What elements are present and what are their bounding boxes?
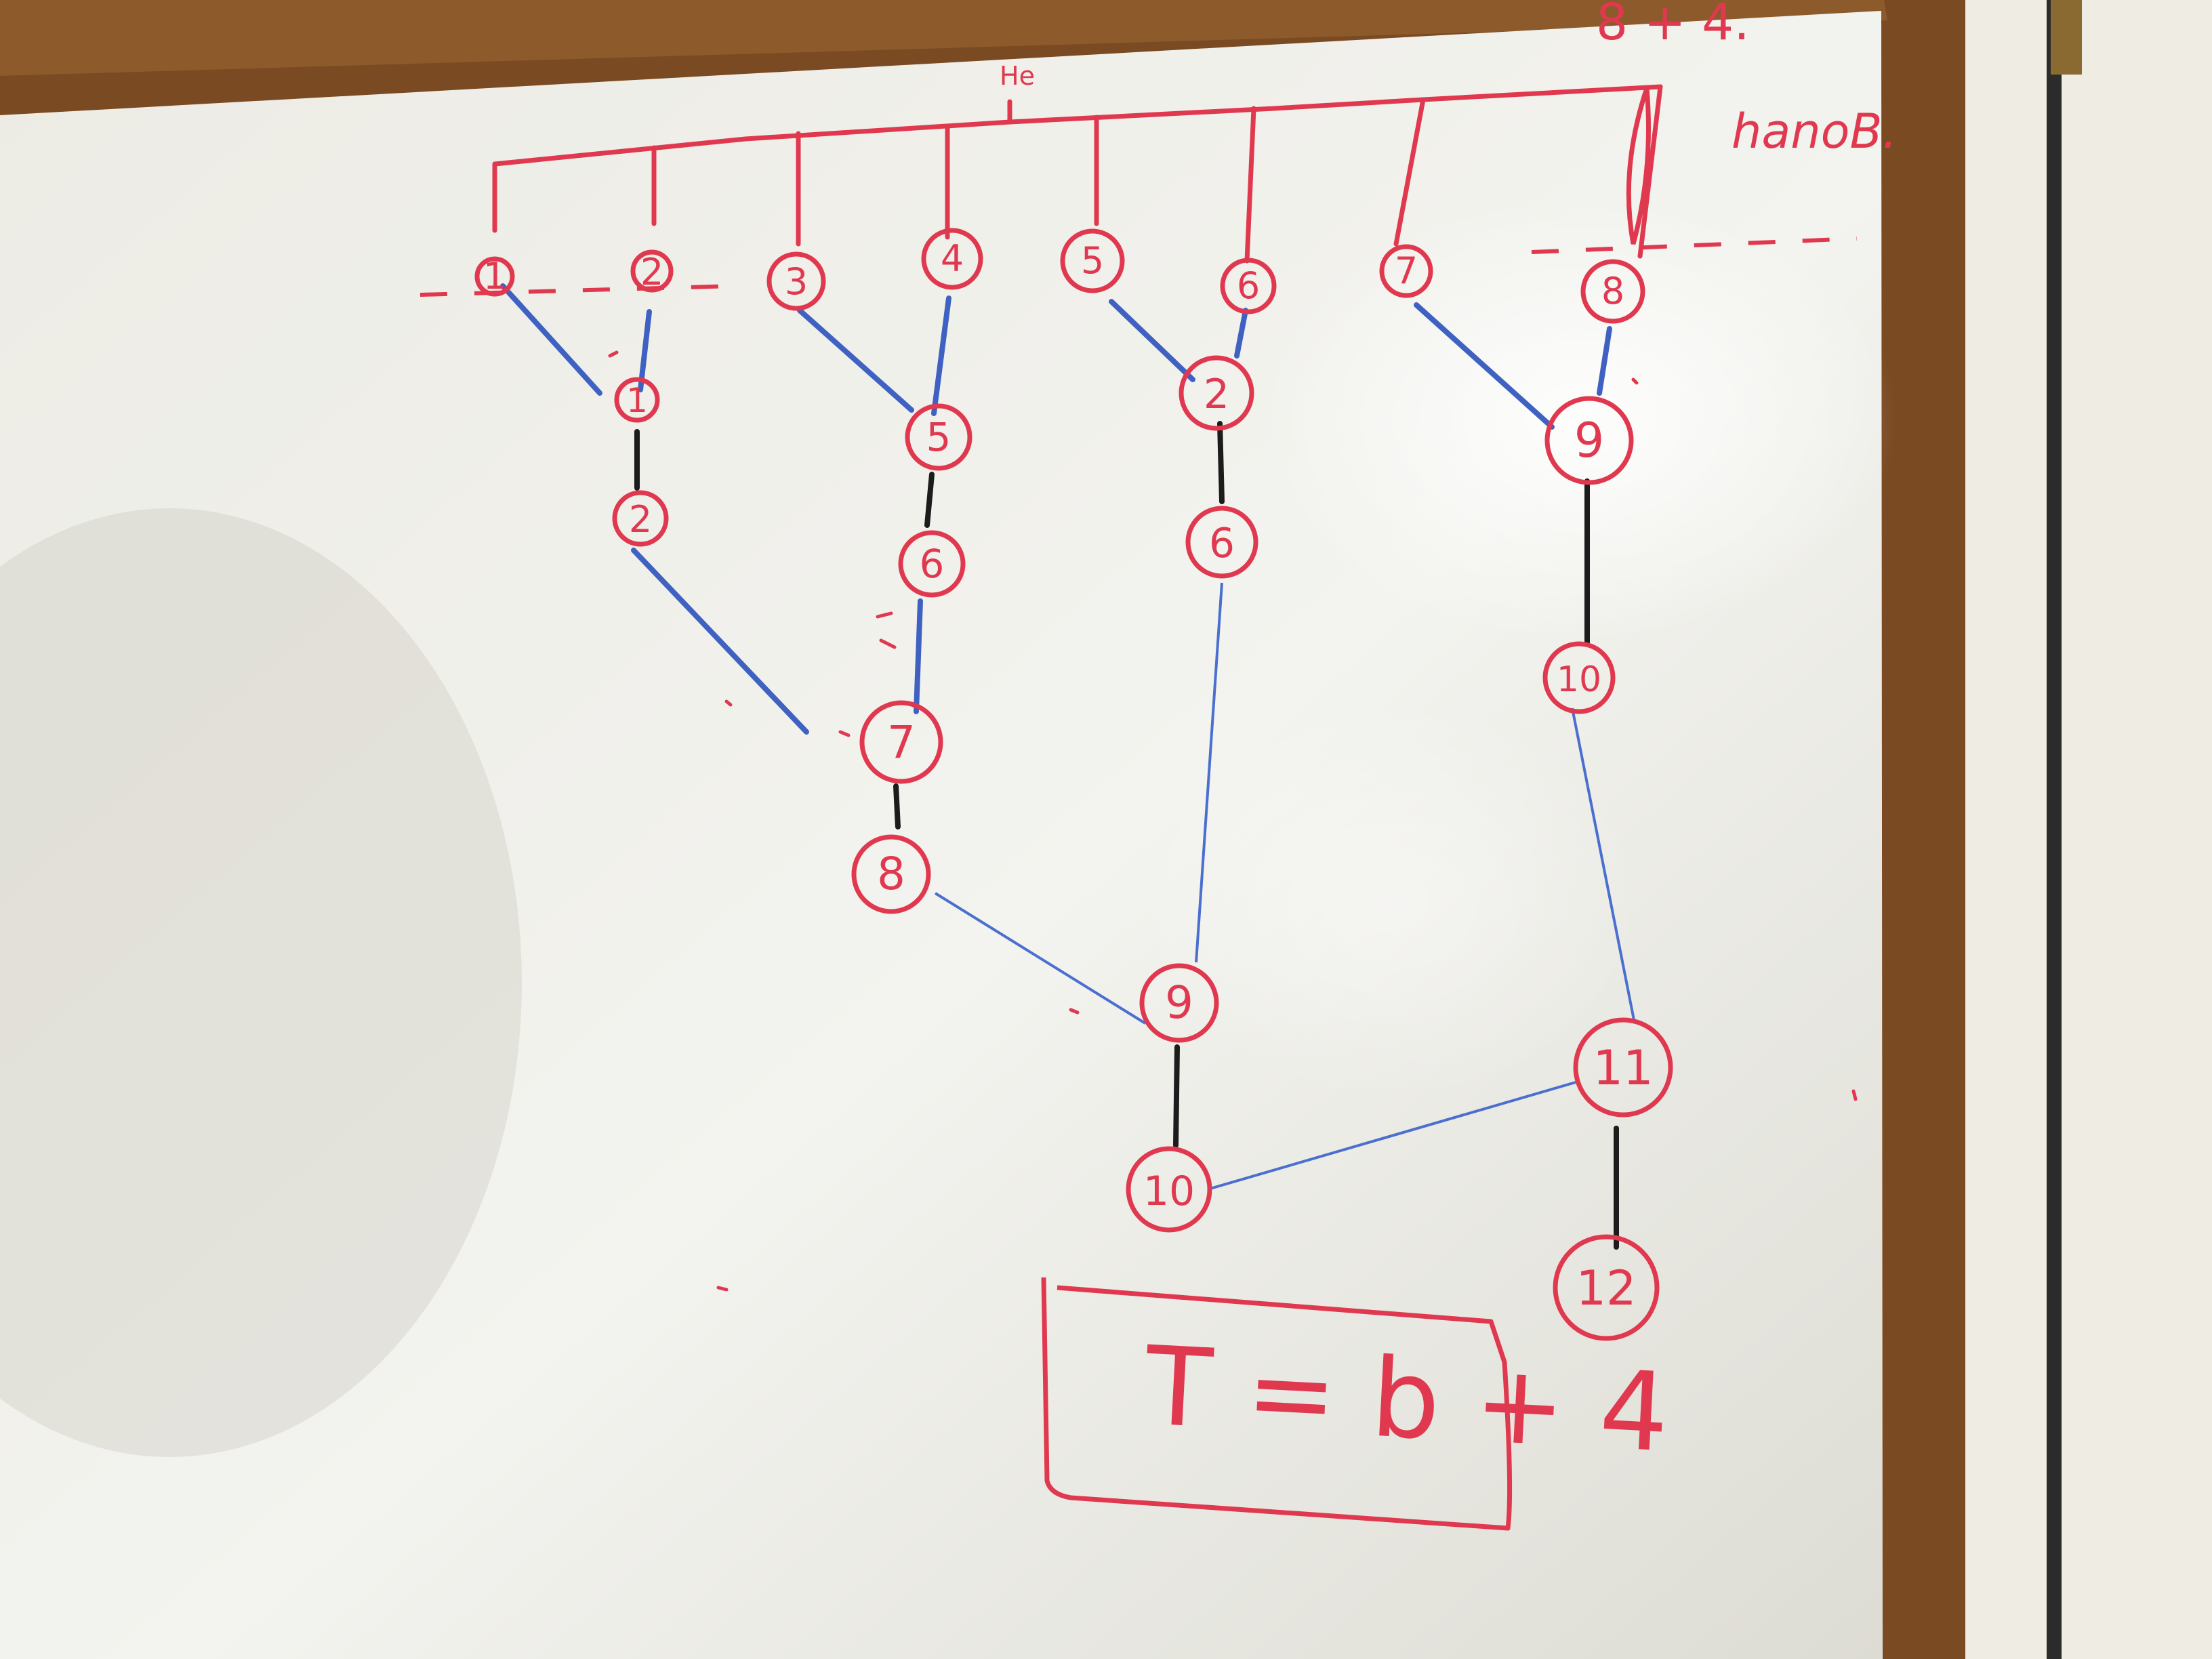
corner-formula: 8 + 4. bbox=[1596, 0, 1750, 52]
node-c3-upper bbox=[1179, 355, 1254, 431]
node-right-mid bbox=[1542, 641, 1616, 714]
light-glare-2 bbox=[1132, 698, 1647, 1105]
dashed-line bbox=[419, 237, 1858, 297]
leaf-label-3: 3 bbox=[785, 260, 808, 303]
door-hinge bbox=[2051, 0, 2082, 75]
node-mid-8 bbox=[851, 834, 931, 914]
board-frame-top bbox=[0, 0, 1887, 76]
node-mid-7 bbox=[859, 700, 943, 784]
chain-nodes bbox=[612, 355, 1673, 1341]
leaf-node-6 bbox=[1220, 258, 1277, 314]
stray-marks bbox=[608, 350, 1858, 1292]
node-left-upper bbox=[614, 377, 660, 423]
label-right-upper: 9 bbox=[1574, 413, 1605, 468]
top-bracket bbox=[492, 84, 1663, 264]
leaf-node-1 bbox=[474, 256, 515, 297]
chain-labels: 1 2 5 6 7 8 2 6 9 10 9 10 11 12 bbox=[626, 371, 1653, 1316]
label-left-upper: 1 bbox=[626, 381, 648, 420]
leaf-nodes bbox=[474, 228, 1645, 324]
leaf-label-4: 4 bbox=[941, 237, 964, 280]
label-merge-10: 10 bbox=[1143, 1168, 1195, 1215]
leaf-node-2 bbox=[630, 249, 674, 293]
node-mid-6 bbox=[898, 530, 966, 598]
label-c3-mid: 6 bbox=[1209, 520, 1235, 567]
node-mid-5 bbox=[905, 403, 972, 471]
label-mid-6: 6 bbox=[920, 541, 945, 587]
leaf-label-5: 5 bbox=[1081, 239, 1104, 282]
leaf-node-7 bbox=[1379, 244, 1433, 298]
formula-box bbox=[1041, 1277, 1513, 1531]
leaf-node-8 bbox=[1580, 259, 1645, 324]
door-frame bbox=[1965, 0, 2212, 1659]
leaf-node-3 bbox=[766, 251, 826, 311]
label-left-mid: 2 bbox=[629, 498, 652, 541]
node-right-upper bbox=[1544, 396, 1634, 485]
leaf-label-1: 1 bbox=[483, 255, 506, 298]
shadow-left bbox=[0, 508, 522, 1457]
leaf-label-7: 7 bbox=[1395, 249, 1418, 292]
label-right-12: 12 bbox=[1576, 1261, 1636, 1316]
label-c3-upper: 2 bbox=[1204, 371, 1229, 418]
node-right-12 bbox=[1553, 1234, 1660, 1341]
leaf-labels: 1 2 3 4 5 6 7 8 bbox=[483, 237, 1624, 312]
label-mid-7: 7 bbox=[887, 716, 916, 769]
label-mid-8: 8 bbox=[877, 848, 905, 900]
leaf-label-8: 8 bbox=[1601, 270, 1624, 312]
label-merge-9: 9 bbox=[1165, 977, 1193, 1029]
node-merge-10 bbox=[1126, 1146, 1212, 1233]
door-edge bbox=[2047, 0, 2062, 1659]
blue-edges bbox=[500, 283, 1612, 735]
side-word: hanoB. bbox=[1732, 104, 1898, 159]
node-c3-mid bbox=[1185, 506, 1258, 579]
root-label: He bbox=[1000, 61, 1035, 91]
leaf-label-6: 6 bbox=[1237, 264, 1260, 307]
leaf-node-5 bbox=[1060, 228, 1125, 293]
node-left-mid bbox=[612, 490, 669, 547]
blue-thin-edges bbox=[934, 582, 1636, 1191]
node-merge-9 bbox=[1139, 963, 1219, 1043]
boxed-formula: T = b + 4 bbox=[1142, 1322, 1672, 1476]
leaf-node-4 bbox=[921, 228, 983, 290]
label-right-11: 11 bbox=[1593, 1040, 1653, 1096]
node-right-11 bbox=[1573, 1017, 1673, 1118]
leaf-label-2: 2 bbox=[640, 251, 663, 293]
label-right-mid: 10 bbox=[1557, 659, 1601, 700]
black-edges bbox=[634, 421, 1619, 1250]
label-mid-5: 5 bbox=[926, 414, 951, 460]
